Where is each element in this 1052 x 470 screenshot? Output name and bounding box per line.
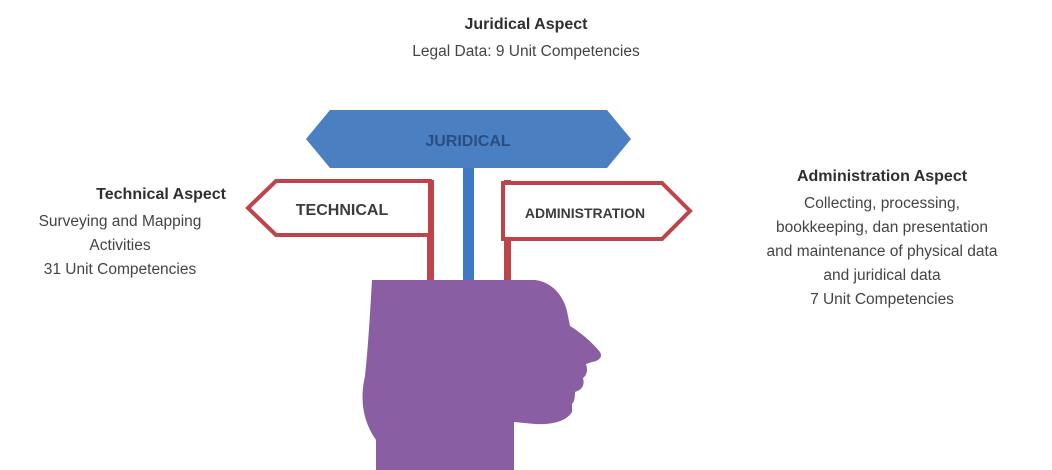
- administration-aspect-line: and juridical data: [823, 267, 941, 284]
- administration-aspect-line: 7 Unit Competencies: [810, 291, 954, 308]
- head-silhouette: [362, 280, 602, 470]
- administration-aspect-line: bookkeeping, dan presentation: [776, 219, 988, 236]
- technical-aspect-line: 31 Unit Competencies: [43, 261, 197, 278]
- administration-aspect-title: Administration Aspect: [796, 168, 968, 185]
- juridical-aspect-line: Legal Data: 9 Unit Competencies: [412, 43, 640, 60]
- administration-aspect-line: and maintenance of physical data: [766, 243, 998, 260]
- juridical-aspect-title: Juridical Aspect: [464, 16, 588, 33]
- technical-aspect-line: Surveying and Mapping: [38, 213, 202, 230]
- juridical-sign-label: JURIDICAL: [425, 133, 511, 150]
- technical-aspect-block: Technical Aspect Surveying and Mapping A…: [0, 184, 240, 282]
- juridical-sign: [306, 110, 631, 168]
- administration-aspect-line: Collecting, processing,: [804, 195, 960, 212]
- administration-sign-label: ADMINISTRATION: [525, 205, 645, 221]
- administration-aspect-block: Administration Aspect Collecting, proces…: [712, 166, 1052, 312]
- administration-sign: [501, 181, 693, 241]
- technical-aspect-title: Technical Aspect: [96, 186, 226, 203]
- technical-sign: [245, 179, 432, 237]
- juridical-pole: [463, 168, 474, 290]
- juridical-aspect-block: Juridical Aspect Legal Data: 9 Unit Comp…: [376, 14, 676, 64]
- technical-aspect-line: Activities: [89, 237, 151, 254]
- technical-sign-label: TECHNICAL: [296, 202, 389, 219]
